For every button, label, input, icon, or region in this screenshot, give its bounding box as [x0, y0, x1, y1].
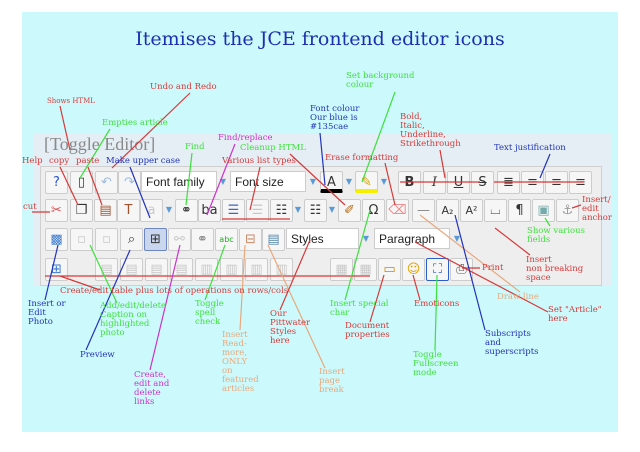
new-document-icon[interactable]: ▯: [70, 171, 93, 194]
annotation-label: Text justification: [494, 143, 566, 153]
pagebreak-icon[interactable]: ▤: [262, 228, 285, 251]
annotation-label: Add/edit/delete Caption on highlighted p…: [100, 301, 167, 338]
link-icon[interactable]: ⚭: [191, 228, 214, 251]
annotation-label: Make upper case: [106, 156, 181, 166]
chevron-down-icon[interactable]: ▼: [219, 177, 227, 186]
annotation-label: cut: [23, 202, 37, 212]
paragraph-mark-icon[interactable]: ¶: [508, 199, 531, 222]
toggle-editor-link[interactable]: [Toggle Editor]: [44, 134, 156, 154]
annotation-label: Insert page break: [319, 367, 345, 395]
table-row-icon[interactable]: ▤: [170, 258, 193, 281]
annotation-label: Toggle Fullscreen mode: [413, 350, 459, 378]
table-split-icon[interactable]: ▦: [354, 258, 377, 281]
annotation-label: Toggle spell check: [195, 299, 224, 327]
eraser-icon[interactable]: ⌫: [386, 199, 409, 222]
list-type-icon[interactable]: ☰: [222, 199, 245, 222]
paragraph-format-select[interactable]: Paragraph: [374, 228, 450, 249]
annotation-label: Print: [482, 263, 504, 273]
annotation-label: Find/replace: [218, 133, 273, 143]
chevron-down-icon[interactable]: ▼: [380, 177, 388, 186]
preview-icon[interactable]: ⌕: [120, 228, 143, 251]
chevron-down-icon[interactable]: ▼: [165, 205, 173, 214]
annotation-label: Insert/ edit anchor: [582, 195, 612, 223]
table-col-icon[interactable]: ▥: [195, 258, 218, 281]
annotation-label: Help: [22, 156, 43, 166]
table-merge-icon[interactable]: ▦: [330, 258, 353, 281]
annotation-label: Document properties: [345, 321, 390, 340]
chevron-down-icon[interactable]: ▼: [362, 234, 370, 243]
annotation-label: Undo and Redo: [150, 82, 217, 92]
emoticon-icon[interactable]: ☺: [402, 258, 425, 281]
annotation-label: Create/edit table plus lots of operation…: [60, 286, 289, 296]
table-col-icon[interactable]: ▥: [220, 258, 243, 281]
annotation-label: Subscripts and superscripts: [485, 329, 539, 357]
uppercase-icon[interactable]: a: [140, 199, 163, 222]
nonbreaking-space-icon[interactable]: ⌴: [484, 199, 507, 222]
annotation-label: Draw line: [497, 292, 539, 302]
annotation-label: Font colour Our blue is #135cae: [310, 104, 360, 132]
annotation-label: Our Pittwater Styles here: [270, 309, 311, 346]
annotation-label: Set "Article" here: [548, 305, 602, 324]
annotation-label: Set background colour: [346, 71, 415, 90]
font-family-select[interactable]: Font family: [141, 171, 217, 192]
copy-icon[interactable]: ❐: [70, 199, 93, 222]
superscript-button[interactable]: A²: [460, 199, 483, 222]
undo-icon[interactable]: ↶: [95, 171, 118, 194]
paste-text-icon[interactable]: T: [117, 199, 140, 222]
annotation-label: Shows HTML: [47, 97, 95, 105]
fields-icon[interactable]: ▣: [532, 199, 555, 222]
horizontal-rule-icon[interactable]: —: [412, 199, 435, 222]
annotation-label: Bold, Italic, Underline, Strikethrough: [400, 112, 461, 149]
background-colour-icon[interactable]: ✎: [355, 171, 378, 193]
font-size-select[interactable]: Font size: [230, 171, 306, 192]
annotation-label: Preview: [80, 350, 115, 360]
table-col-icon[interactable]: ▥: [270, 258, 293, 281]
annotation-label: Insert or Edit Photo: [28, 299, 66, 327]
annotation-label: Insert non breaking space: [526, 255, 584, 283]
spellcheck-icon[interactable]: abc: [215, 228, 238, 251]
paste-icon[interactable]: ▤: [94, 199, 117, 222]
annotation-label: Erase formatting: [325, 153, 399, 163]
chevron-down-icon[interactable]: ▼: [453, 234, 461, 243]
chevron-down-icon[interactable]: ▼: [294, 205, 302, 214]
fullscreen-icon[interactable]: ⛶: [426, 258, 449, 281]
styles-select[interactable]: Styles: [286, 228, 359, 249]
find-replace-icon[interactable]: ba: [198, 199, 221, 222]
ordered-list-icon[interactable]: ☷: [270, 199, 293, 222]
annotation-label: Empties article: [102, 118, 168, 128]
caption-icon[interactable]: ▫: [70, 228, 93, 251]
annotation-label: Show various fields: [527, 226, 585, 245]
table-col-icon[interactable]: ▥: [245, 258, 268, 281]
help-icon[interactable]: ?: [45, 171, 68, 194]
redo-icon[interactable]: ↷: [118, 171, 141, 194]
table-icon[interactable]: ⊞: [144, 228, 167, 251]
caption-delete-icon[interactable]: ▫: [95, 228, 118, 251]
annotation-label: Various list types: [222, 156, 296, 166]
anchor-icon[interactable]: ⚓: [556, 199, 579, 222]
annotation-label: Find: [185, 142, 205, 152]
annotation-label: paste: [76, 156, 100, 166]
annotation-label: Cleanup HTML: [240, 143, 306, 153]
diagram-title: Itemises the JCE frontend editor icons: [135, 28, 505, 50]
table-row-icon[interactable]: ▤: [120, 258, 143, 281]
annotation-label: Emoticons: [414, 299, 460, 309]
unlink-icon[interactable]: ⚯: [168, 228, 191, 251]
chevron-down-icon[interactable]: ▼: [309, 177, 317, 186]
chevron-down-icon[interactable]: ▼: [345, 177, 353, 186]
annotation-label: Insert Read- more, ONLY on featured arti…: [222, 330, 259, 394]
annotation-label: Insert special char: [330, 299, 389, 318]
cut-icon[interactable]: ✂: [45, 199, 68, 222]
annotation-label: Create, edit and delete links: [134, 370, 170, 407]
table-row-icon[interactable]: ▤: [145, 258, 168, 281]
chevron-down-icon[interactable]: ▼: [328, 205, 336, 214]
cleanup-brush-icon[interactable]: ✐: [338, 199, 361, 222]
annotation-label: copy: [49, 156, 70, 166]
unordered-list-icon[interactable]: ☷: [304, 199, 327, 222]
subscript-button[interactable]: A₂: [436, 199, 459, 222]
insert-image-icon[interactable]: ▩: [45, 228, 68, 251]
